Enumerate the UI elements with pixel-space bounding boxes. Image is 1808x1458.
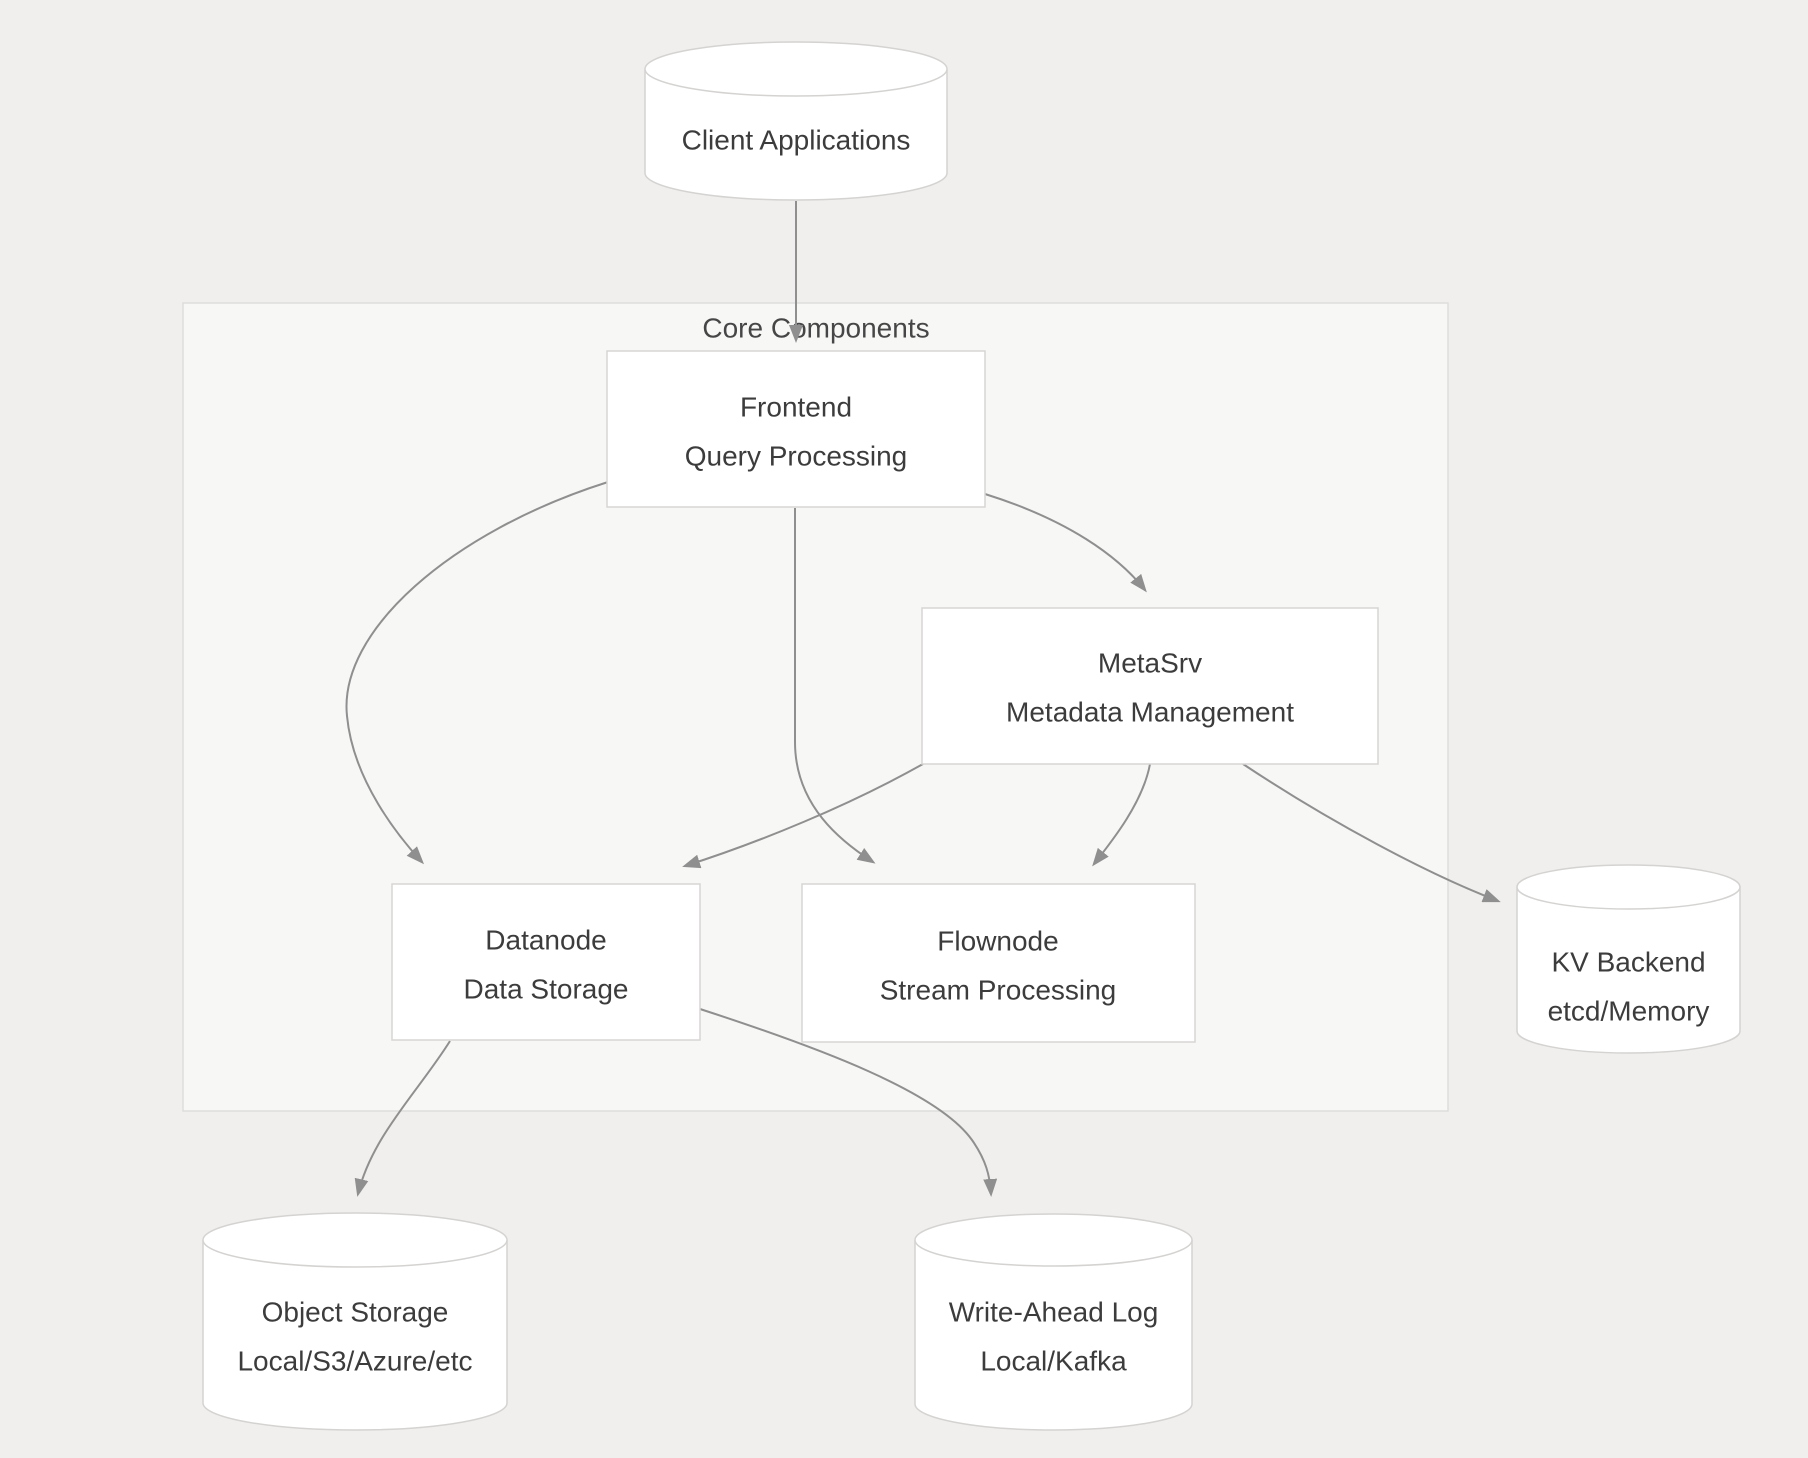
edge-frontend-to-flownode xyxy=(794,508,876,864)
kv-backend-cylinder-top xyxy=(1516,864,1741,910)
client-cylinder-body xyxy=(644,69,948,201)
edge-datanode-to-write-ahead-log xyxy=(699,1008,998,1197)
kv-backend-label-line1: KV Backend xyxy=(1551,947,1705,978)
core-components-label: Core Components xyxy=(702,313,929,344)
metasrv-label-line2: Metadata Management xyxy=(1006,697,1294,728)
frontend-label-line2: Query Processing xyxy=(685,441,908,472)
flownode-box xyxy=(801,883,1196,1043)
edge-metasrv-to-datanode xyxy=(682,763,924,869)
node-datanode: Datanode Data Storage xyxy=(391,883,701,1041)
node-write-ahead-log: Write-Ahead Log Local/Kafka xyxy=(914,1213,1193,1431)
edge-frontend-to-datanode xyxy=(345,481,609,865)
node-kv-backend: KV Backend etcd/Memory xyxy=(1516,864,1741,1054)
flownode-label-line2: Stream Processing xyxy=(880,975,1117,1006)
object-storage-cylinder-body xyxy=(202,1240,508,1431)
frontend-label-line1: Frontend xyxy=(740,392,852,423)
node-object-storage: Object Storage Local/S3/Azure/etc xyxy=(202,1212,508,1431)
kv-backend-cylinder-body xyxy=(1516,887,1741,1054)
datanode-label-line2: Data Storage xyxy=(464,974,629,1005)
node-client-applications: Client Applications xyxy=(644,41,948,201)
object-storage-cylinder-top xyxy=(202,1212,508,1268)
client-cylinder-top xyxy=(644,41,948,97)
node-metasrv: MetaSrv Metadata Management xyxy=(921,607,1379,765)
edge-frontend-to-metasrv xyxy=(984,493,1147,593)
client-label: Client Applications xyxy=(682,125,911,156)
edges-layer xyxy=(345,201,1501,1197)
node-flownode: Flownode Stream Processing xyxy=(801,883,1196,1043)
wal-label-line2: Local/Kafka xyxy=(980,1346,1127,1377)
metasrv-box xyxy=(921,607,1379,765)
edge-metasrv-to-flownode xyxy=(1092,763,1151,867)
kv-backend-label-line2: etcd/Memory xyxy=(1548,996,1710,1027)
metasrv-label-line1: MetaSrv xyxy=(1098,648,1202,679)
object-storage-label-line1: Object Storage xyxy=(262,1297,449,1328)
datanode-label-line1: Datanode xyxy=(485,925,606,956)
frontend-box xyxy=(606,350,986,508)
flownode-label-line1: Flownode xyxy=(937,926,1058,957)
edge-datanode-to-object-storage xyxy=(354,1040,451,1197)
wal-label-line1: Write-Ahead Log xyxy=(949,1297,1159,1328)
node-frontend: Frontend Query Processing xyxy=(606,350,986,508)
object-storage-label-line2: Local/S3/Azure/etc xyxy=(237,1346,472,1377)
wal-cylinder-top xyxy=(914,1213,1193,1267)
wal-cylinder-body xyxy=(914,1240,1193,1431)
datanode-box xyxy=(391,883,701,1041)
edge-metasrv-to-kv-backend xyxy=(1242,763,1501,903)
